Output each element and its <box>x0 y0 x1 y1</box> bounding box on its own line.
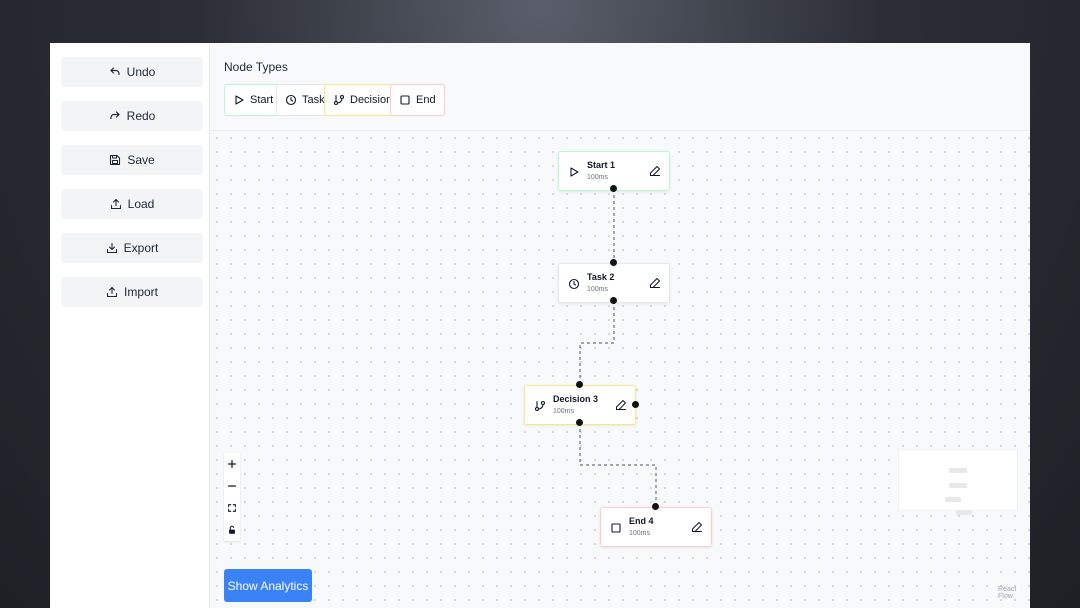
export-button[interactable]: Export <box>61 233 203 263</box>
node-type-decision[interactable]: Decision <box>324 84 402 116</box>
main-area: Node Types Start Task Decision End <box>210 43 1030 608</box>
edges-layer <box>579 189 657 507</box>
source-handle[interactable] <box>610 297 617 304</box>
minimap[interactable] <box>898 449 1018 515</box>
redo-label: Redo <box>126 109 156 123</box>
square-icon <box>611 523 621 533</box>
save-label: Save <box>127 153 155 167</box>
edit-icon[interactable] <box>691 521 703 533</box>
target-handle[interactable] <box>576 381 583 388</box>
fit-view-icon <box>228 504 236 512</box>
undo-label: Undo <box>126 65 156 79</box>
lock-button[interactable] <box>224 519 240 541</box>
clock-icon <box>568 278 580 290</box>
node-type-task-label: Task <box>302 94 325 106</box>
undo-button[interactable]: Undo <box>61 57 203 87</box>
import-button[interactable]: Import <box>61 277 203 307</box>
node-title: Start 1 <box>587 160 616 170</box>
edge-task-decision <box>579 301 615 385</box>
flow-node-start[interactable]: Start 1 100ms <box>558 151 670 191</box>
node-title: Task 2 <box>587 272 615 282</box>
lock-icon <box>229 525 235 534</box>
node-duration: 100ms <box>629 530 651 537</box>
minimap-node <box>956 510 972 515</box>
flow-node-end[interactable]: End 4 100ms <box>600 507 712 547</box>
git-branch-icon <box>534 400 546 412</box>
node-title: End 4 <box>629 516 654 526</box>
show-analytics-button[interactable]: Show Analytics <box>224 569 312 602</box>
download-icon <box>106 242 117 254</box>
redo-button[interactable]: Redo <box>61 101 203 131</box>
flow-controls <box>224 453 240 541</box>
edit-icon[interactable] <box>649 165 661 177</box>
minimap-node <box>945 497 961 502</box>
zoom-in-button[interactable] <box>224 453 240 475</box>
clock-icon <box>285 94 297 106</box>
node-type-start-label: Start <box>250 94 274 106</box>
react-flow-attribution[interactable]: React Flow <box>998 586 1017 600</box>
zoom-out-button[interactable] <box>224 475 240 497</box>
upload-icon <box>110 198 121 210</box>
flow-node-decision[interactable]: Decision 3 100ms <box>524 385 636 425</box>
save-button[interactable]: Save <box>61 145 203 175</box>
load-button[interactable]: Load <box>61 189 203 219</box>
minimap-node <box>949 468 967 473</box>
sidebar: Undo Redo Save Load Export Import <box>50 43 210 608</box>
import-label: Import <box>123 285 158 299</box>
source-handle-right[interactable] <box>632 401 639 408</box>
source-handle[interactable] <box>576 419 583 426</box>
minimap-node <box>949 483 967 488</box>
edge-decision-end <box>579 423 657 507</box>
node-duration: 100ms <box>587 174 609 181</box>
fit-view-button[interactable] <box>224 497 240 519</box>
upload-icon <box>106 286 118 298</box>
play-icon <box>235 95 244 105</box>
node-duration: 100ms <box>553 408 575 415</box>
node-duration: 100ms <box>587 286 609 293</box>
app-window: Undo Redo Save Load Export Import Node T… <box>50 43 1030 608</box>
save-icon <box>110 154 121 166</box>
export-label: Export <box>123 241 159 255</box>
zoom-out-icon <box>228 485 236 487</box>
load-label: Load <box>127 197 155 211</box>
edit-icon[interactable] <box>649 277 661 289</box>
target-handle[interactable] <box>610 259 617 266</box>
node-type-end-label: End <box>416 94 436 106</box>
redo-icon <box>110 111 120 120</box>
node-type-decision-label: Decision <box>350 94 393 106</box>
edit-icon[interactable] <box>615 399 627 411</box>
undo-icon <box>110 67 120 76</box>
square-icon <box>400 95 410 105</box>
play-icon <box>570 167 579 177</box>
git-branch-icon <box>333 94 345 106</box>
node-palette: Node Types Start Task Decision End <box>210 43 1030 131</box>
zoom-in-icon <box>228 460 236 468</box>
flow-canvas[interactable]: Start 1 100ms Task 2 100ms Decision 3 10… <box>210 131 1030 608</box>
target-handle[interactable] <box>652 503 659 510</box>
node-type-end[interactable]: End <box>390 84 445 116</box>
node-type-start[interactable]: Start <box>224 84 283 116</box>
node-types-title: Node Types <box>224 60 288 74</box>
source-handle[interactable] <box>610 185 617 192</box>
node-title: Decision 3 <box>553 394 599 404</box>
